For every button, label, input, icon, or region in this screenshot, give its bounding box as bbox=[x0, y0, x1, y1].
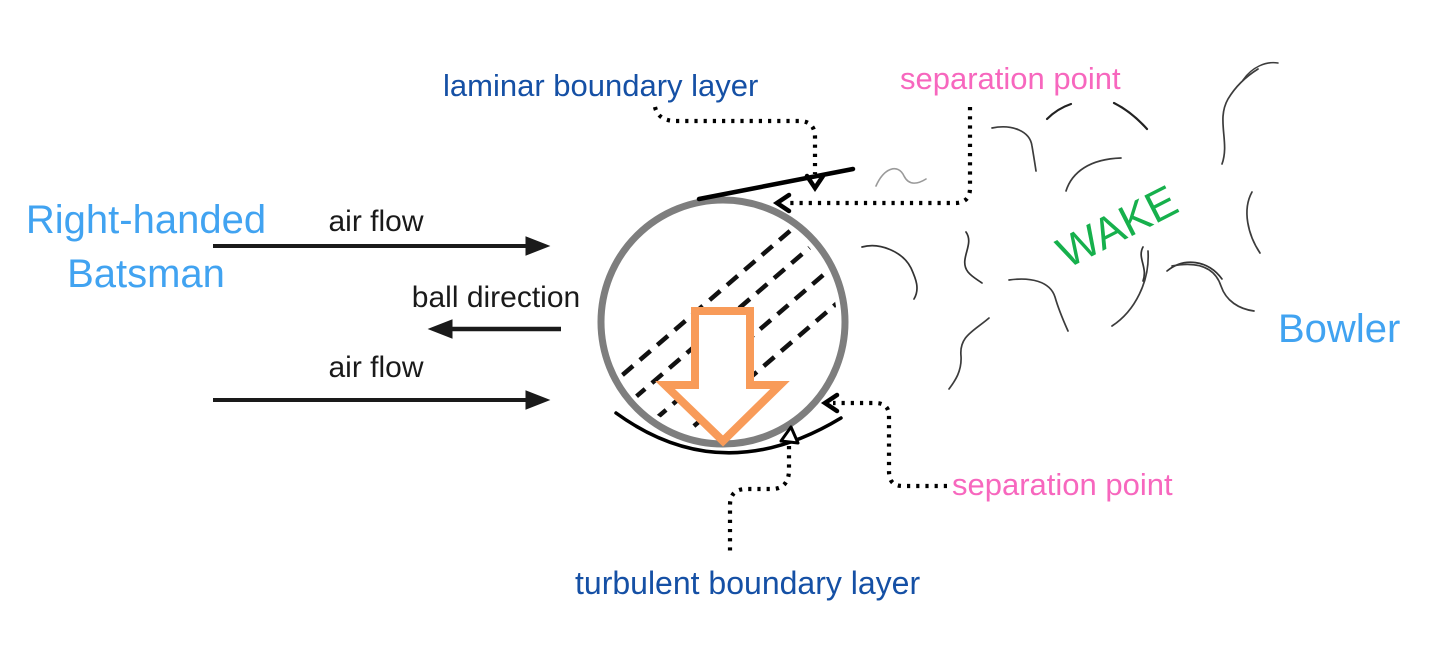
air-flow-bottom-label: air flow bbox=[328, 351, 423, 384]
leader-lines bbox=[652, 106, 973, 556]
turbulent-boundary-layer-label: turbulent boundary layer bbox=[575, 565, 920, 601]
batsman-label-line2: Batsman bbox=[67, 252, 225, 296]
separation-bottom-leader-line bbox=[833, 400, 947, 489]
flow-arrows bbox=[213, 236, 561, 410]
separation-point-top-label: separation point bbox=[900, 61, 1121, 96]
separation-top-arrowhead bbox=[772, 192, 792, 214]
air-flow-top-label: air flow bbox=[328, 205, 423, 238]
turbulent-flow-curve bbox=[614, 411, 843, 455]
swing-force-arrow bbox=[655, 307, 790, 447]
laminar-leader-line bbox=[652, 106, 818, 174]
laminar-boundary-layer-label: laminar boundary layer bbox=[443, 68, 758, 103]
leader-arrowheads bbox=[772, 173, 840, 414]
wake-squiggles bbox=[861, 61, 1279, 390]
ball-direction-label: ball direction bbox=[412, 281, 580, 314]
turbulent-leader-line bbox=[727, 446, 792, 556]
separation-point-bottom-label: separation point bbox=[952, 467, 1173, 502]
laminar-leader-arrowhead bbox=[804, 173, 826, 193]
laminar-flow-line bbox=[696, 166, 856, 202]
wake-label: WAKE bbox=[1049, 176, 1185, 278]
separation-top-leader-line bbox=[785, 107, 973, 206]
turbulent-flow-arrowhead bbox=[779, 425, 800, 445]
separation-bottom-arrowhead bbox=[820, 392, 840, 414]
bowler-label: Bowler bbox=[1278, 307, 1400, 351]
batsman-label-line1: Right-handed bbox=[26, 198, 266, 242]
